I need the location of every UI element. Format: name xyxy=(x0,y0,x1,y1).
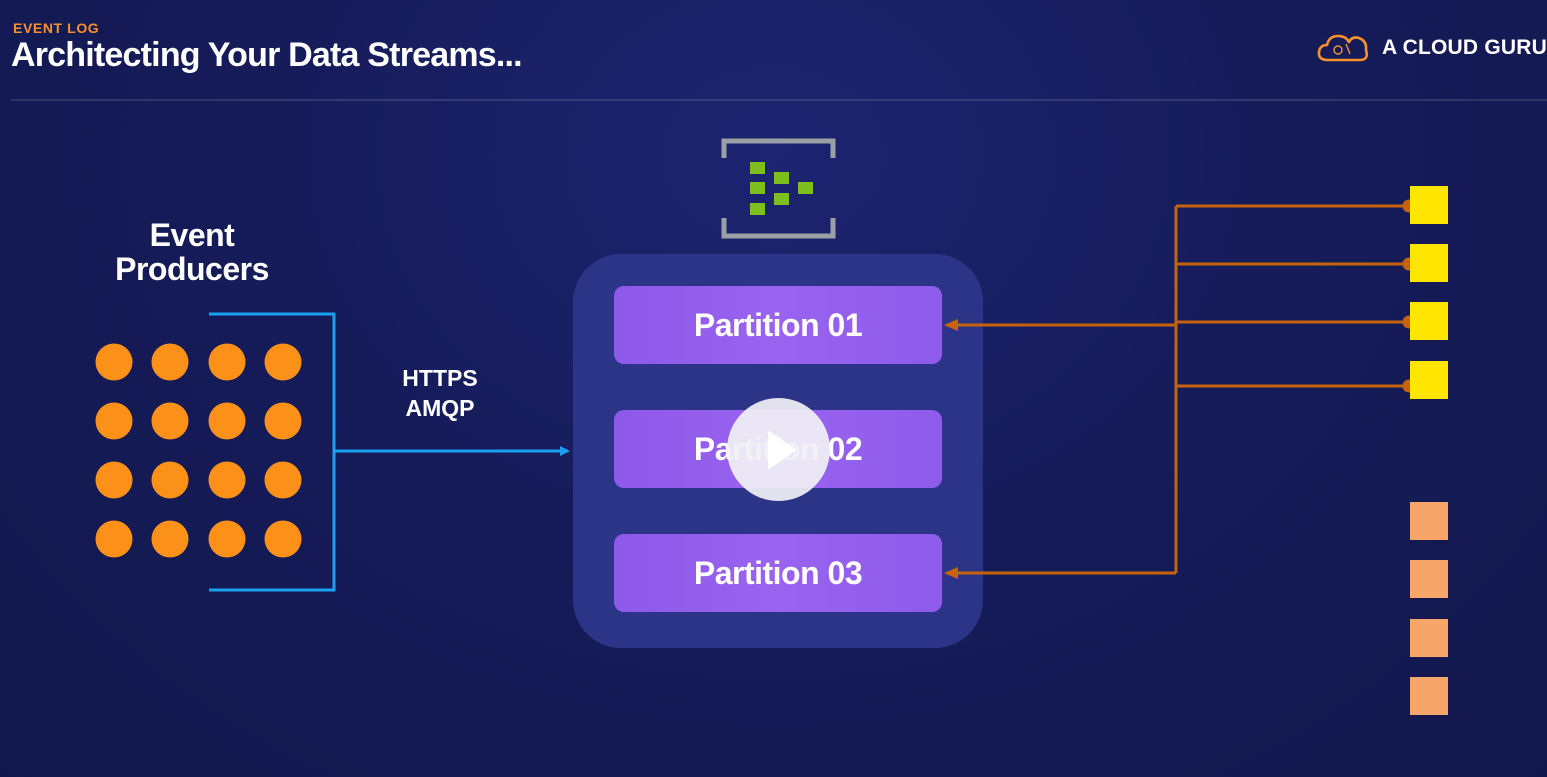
partition-03: Partition 03 xyxy=(614,534,942,612)
consumer-active xyxy=(1410,302,1448,340)
brand-logo: A CLOUD GURU xyxy=(1316,30,1547,66)
section-eyebrow: EVENT LOG xyxy=(13,20,100,36)
producer-dot xyxy=(95,461,133,499)
consumer-idle xyxy=(1410,619,1448,657)
producers-label: Event Producers xyxy=(115,217,269,287)
slide-title: Architecting Your Data Streams... xyxy=(11,36,523,74)
producer-dot xyxy=(95,402,133,440)
producer-dot xyxy=(208,402,246,440)
protocol-https: HTTPS xyxy=(402,365,478,391)
play-icon xyxy=(767,430,796,469)
header-divider xyxy=(11,99,1547,101)
partition-01: Partition 01 xyxy=(614,286,942,364)
producer-grid xyxy=(95,343,302,558)
producer-dot xyxy=(95,343,133,381)
consumer-idle xyxy=(1410,677,1448,715)
producer-dot xyxy=(264,402,302,440)
producer-dot xyxy=(264,343,302,381)
play-button[interactable] xyxy=(727,398,830,501)
producer-dot xyxy=(208,520,246,558)
producer-dot xyxy=(95,520,133,558)
cloud-logo-icon xyxy=(1317,34,1369,62)
producer-dot xyxy=(264,520,302,558)
producer-dot xyxy=(151,461,189,499)
consumer-idle xyxy=(1410,502,1448,540)
brand-name: A CLOUD GURU xyxy=(1382,36,1547,59)
producer-dot xyxy=(264,461,302,499)
consumer-idle xyxy=(1410,560,1448,598)
consumer-connectors xyxy=(944,204,1409,579)
consumer-active xyxy=(1410,186,1448,224)
protocol-label: HTTPS AMQP xyxy=(380,363,500,423)
ingress-connector xyxy=(209,312,570,592)
consumer-active xyxy=(1410,244,1448,282)
event-hub-icon xyxy=(721,138,836,239)
producer-dot xyxy=(208,343,246,381)
consumer-active xyxy=(1410,361,1448,399)
producer-dot xyxy=(151,343,189,381)
protocol-amqp: AMQP xyxy=(405,395,475,421)
producer-dot xyxy=(151,520,189,558)
producer-dot xyxy=(151,402,189,440)
producer-dot xyxy=(208,461,246,499)
